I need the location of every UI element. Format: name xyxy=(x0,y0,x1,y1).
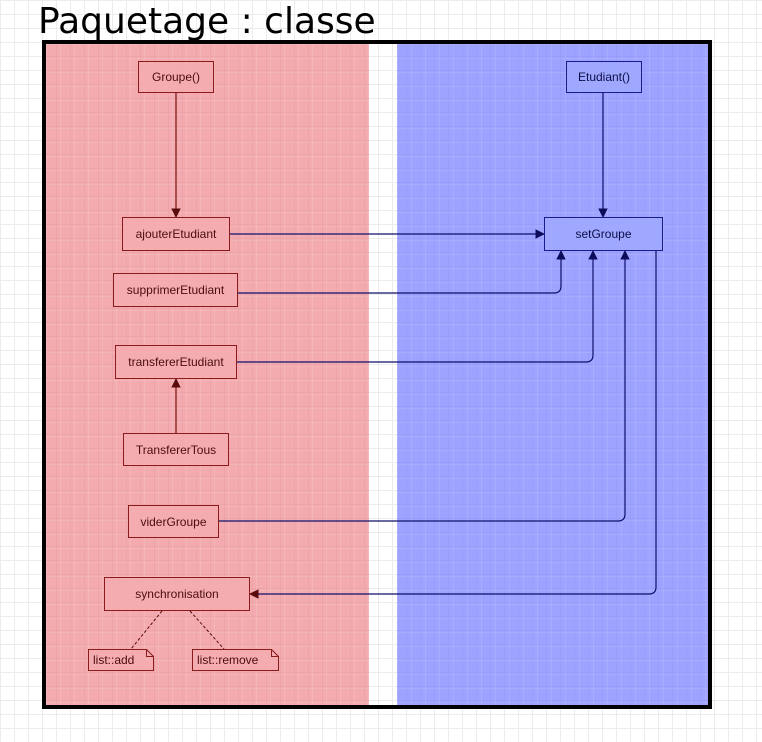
package-frame xyxy=(42,40,712,709)
note-list-remove-label: list::remove xyxy=(197,653,259,667)
node-supprimer-etudiant[interactable]: supprimerEtudiant xyxy=(113,273,238,307)
note-shape-icon xyxy=(192,649,279,671)
node-groupe[interactable]: Groupe() xyxy=(138,61,214,93)
note-list-remove[interactable]: list::remove xyxy=(192,649,279,671)
node-etudiant[interactable]: Etudiant() xyxy=(566,61,642,93)
node-ajouter-etudiant[interactable]: ajouterEtudiant xyxy=(122,217,230,251)
node-transferer-etudiant[interactable]: transfererEtudiant xyxy=(115,345,237,379)
edge-vider-setgroupe xyxy=(219,250,630,522)
note-list-add-label: list::add xyxy=(93,653,135,667)
node-vider-groupe[interactable]: viderGroupe xyxy=(128,505,219,538)
note-shape-icon xyxy=(88,649,154,671)
note-list-add[interactable]: list::add xyxy=(88,649,154,671)
edge-synchro-remove xyxy=(189,610,225,650)
edge-supprimer-setgroupe xyxy=(238,250,566,294)
edge-transferer-setgroupe xyxy=(237,250,598,363)
edge-setgroupe-synchro xyxy=(249,251,657,599)
node-set-groupe[interactable]: setGroupe xyxy=(544,217,663,251)
node-transferer-tous[interactable]: TransfererTous xyxy=(123,433,229,466)
node-synchronisation[interactable]: synchronisation xyxy=(104,577,250,611)
edge-synchro-add xyxy=(130,610,163,650)
page-title: Paquetage : classe xyxy=(38,1,376,42)
right-swimlane xyxy=(397,44,708,706)
